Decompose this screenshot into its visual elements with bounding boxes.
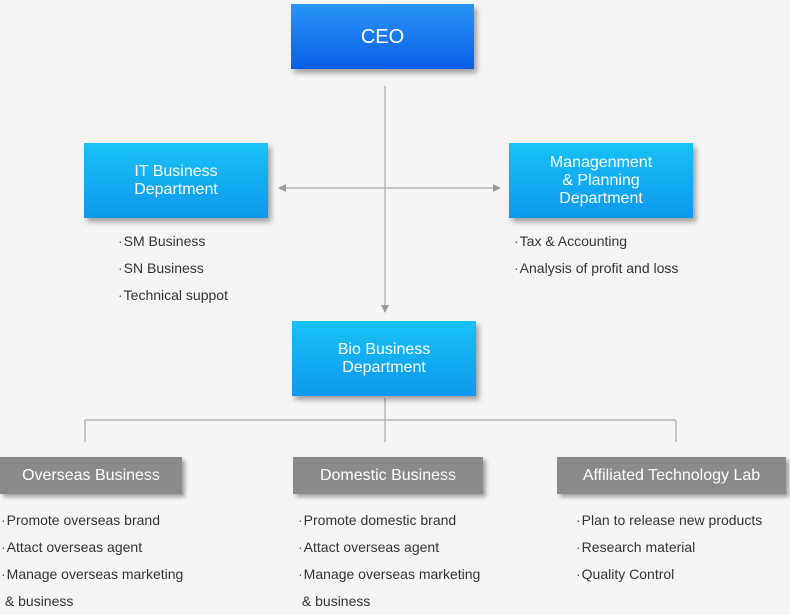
bullet-mark: ·: [298, 539, 303, 555]
management-department-label: Managenment & Planning Department: [549, 153, 653, 207]
list-item: ·Promote overseas brand: [1, 507, 183, 534]
list-item: ·Manage overseas marketing: [1, 561, 183, 588]
bullet-mark: ·: [118, 287, 123, 303]
it-department-label: IT Business Department: [134, 162, 218, 198]
list-item: ·Promote domestic brand: [298, 507, 480, 534]
bullet-mark: ·: [514, 260, 519, 276]
ceo-label: CEO: [360, 25, 405, 48]
bullet-mark: ·: [298, 566, 303, 582]
list-item-text: & business: [1, 593, 74, 609]
ceo-box: CEO: [291, 4, 474, 69]
affiliated-technology-lab-label: Affiliated Technology Lab: [582, 466, 761, 484]
list-item-text: Promote domestic brand: [303, 512, 457, 528]
bullet-mark: ·: [1, 539, 6, 555]
list-item-text: Manage overseas marketing: [6, 566, 184, 582]
domestic-business-label: Domestic Business: [319, 466, 457, 484]
list-item: & business: [1, 588, 183, 615]
bullet-mark: ·: [118, 260, 123, 276]
bullet-mark: ·: [576, 539, 581, 555]
bullet-mark: ·: [576, 512, 581, 528]
list-item: & business: [298, 588, 480, 615]
list-item-text: Attact overseas agent: [303, 539, 440, 555]
management-department-box: Managenment & Planning Department: [509, 143, 693, 218]
bullet-mark: ·: [298, 512, 303, 528]
list-item-text: & business: [298, 593, 371, 609]
bio-department-label: Bio Business Department: [337, 340, 431, 376]
list-item-text: SM Business: [123, 233, 206, 249]
list-item: ·Plan to release new products: [576, 507, 762, 534]
list-item: ·Attact overseas agent: [298, 534, 480, 561]
list-item-text: Quality Control: [581, 566, 675, 582]
it-department-box: IT Business Department: [84, 143, 268, 218]
list-item-text: Research material: [581, 539, 696, 555]
bio-department-box: Bio Business Department: [292, 321, 476, 396]
list-item: ·Quality Control: [576, 561, 762, 588]
bullet-mark: ·: [1, 512, 6, 528]
list-item-text: Technical suppot: [123, 287, 228, 303]
list-item-text: Analysis of profit and loss: [519, 260, 679, 276]
management-department-items: ·Tax & Accounting ·Analysis of profit an…: [514, 228, 678, 282]
list-item: ·Tax & Accounting: [514, 228, 678, 255]
list-item: ·SM Business: [118, 228, 228, 255]
list-item: ·Technical suppot: [118, 282, 228, 309]
bullet-mark: ·: [576, 566, 581, 582]
list-item-text: Tax & Accounting: [519, 233, 628, 249]
affiliated-technology-lab-items: ·Plan to release new products ·Research …: [576, 507, 762, 588]
list-item: ·Research material: [576, 534, 762, 561]
list-item: ·Analysis of profit and loss: [514, 255, 678, 282]
list-item: ·SN Business: [118, 255, 228, 282]
overseas-business-label: Overseas Business: [22, 466, 160, 484]
overseas-business-items: ·Promote overseas brand ·Attact overseas…: [1, 507, 183, 615]
list-item-text: Manage overseas marketing: [303, 566, 481, 582]
list-item-text: SN Business: [123, 260, 204, 276]
list-item-text: Plan to release new products: [581, 512, 763, 528]
domestic-business-box: Domestic Business: [293, 457, 483, 494]
list-item: ·Manage overseas marketing: [298, 561, 480, 588]
list-item-text: Attact overseas agent: [6, 539, 143, 555]
list-item: ·Attact overseas agent: [1, 534, 183, 561]
affiliated-technology-lab-box: Affiliated Technology Lab: [557, 457, 786, 494]
bullet-mark: ·: [1, 566, 6, 582]
list-item-text: Promote overseas brand: [6, 512, 160, 528]
overseas-business-box: Overseas Business: [0, 457, 182, 494]
bullet-mark: ·: [514, 233, 519, 249]
it-department-items: ·SM Business ·SN Business ·Technical sup…: [118, 228, 228, 309]
domestic-business-items: ·Promote domestic brand ·Attact overseas…: [298, 507, 480, 615]
bullet-mark: ·: [118, 233, 123, 249]
